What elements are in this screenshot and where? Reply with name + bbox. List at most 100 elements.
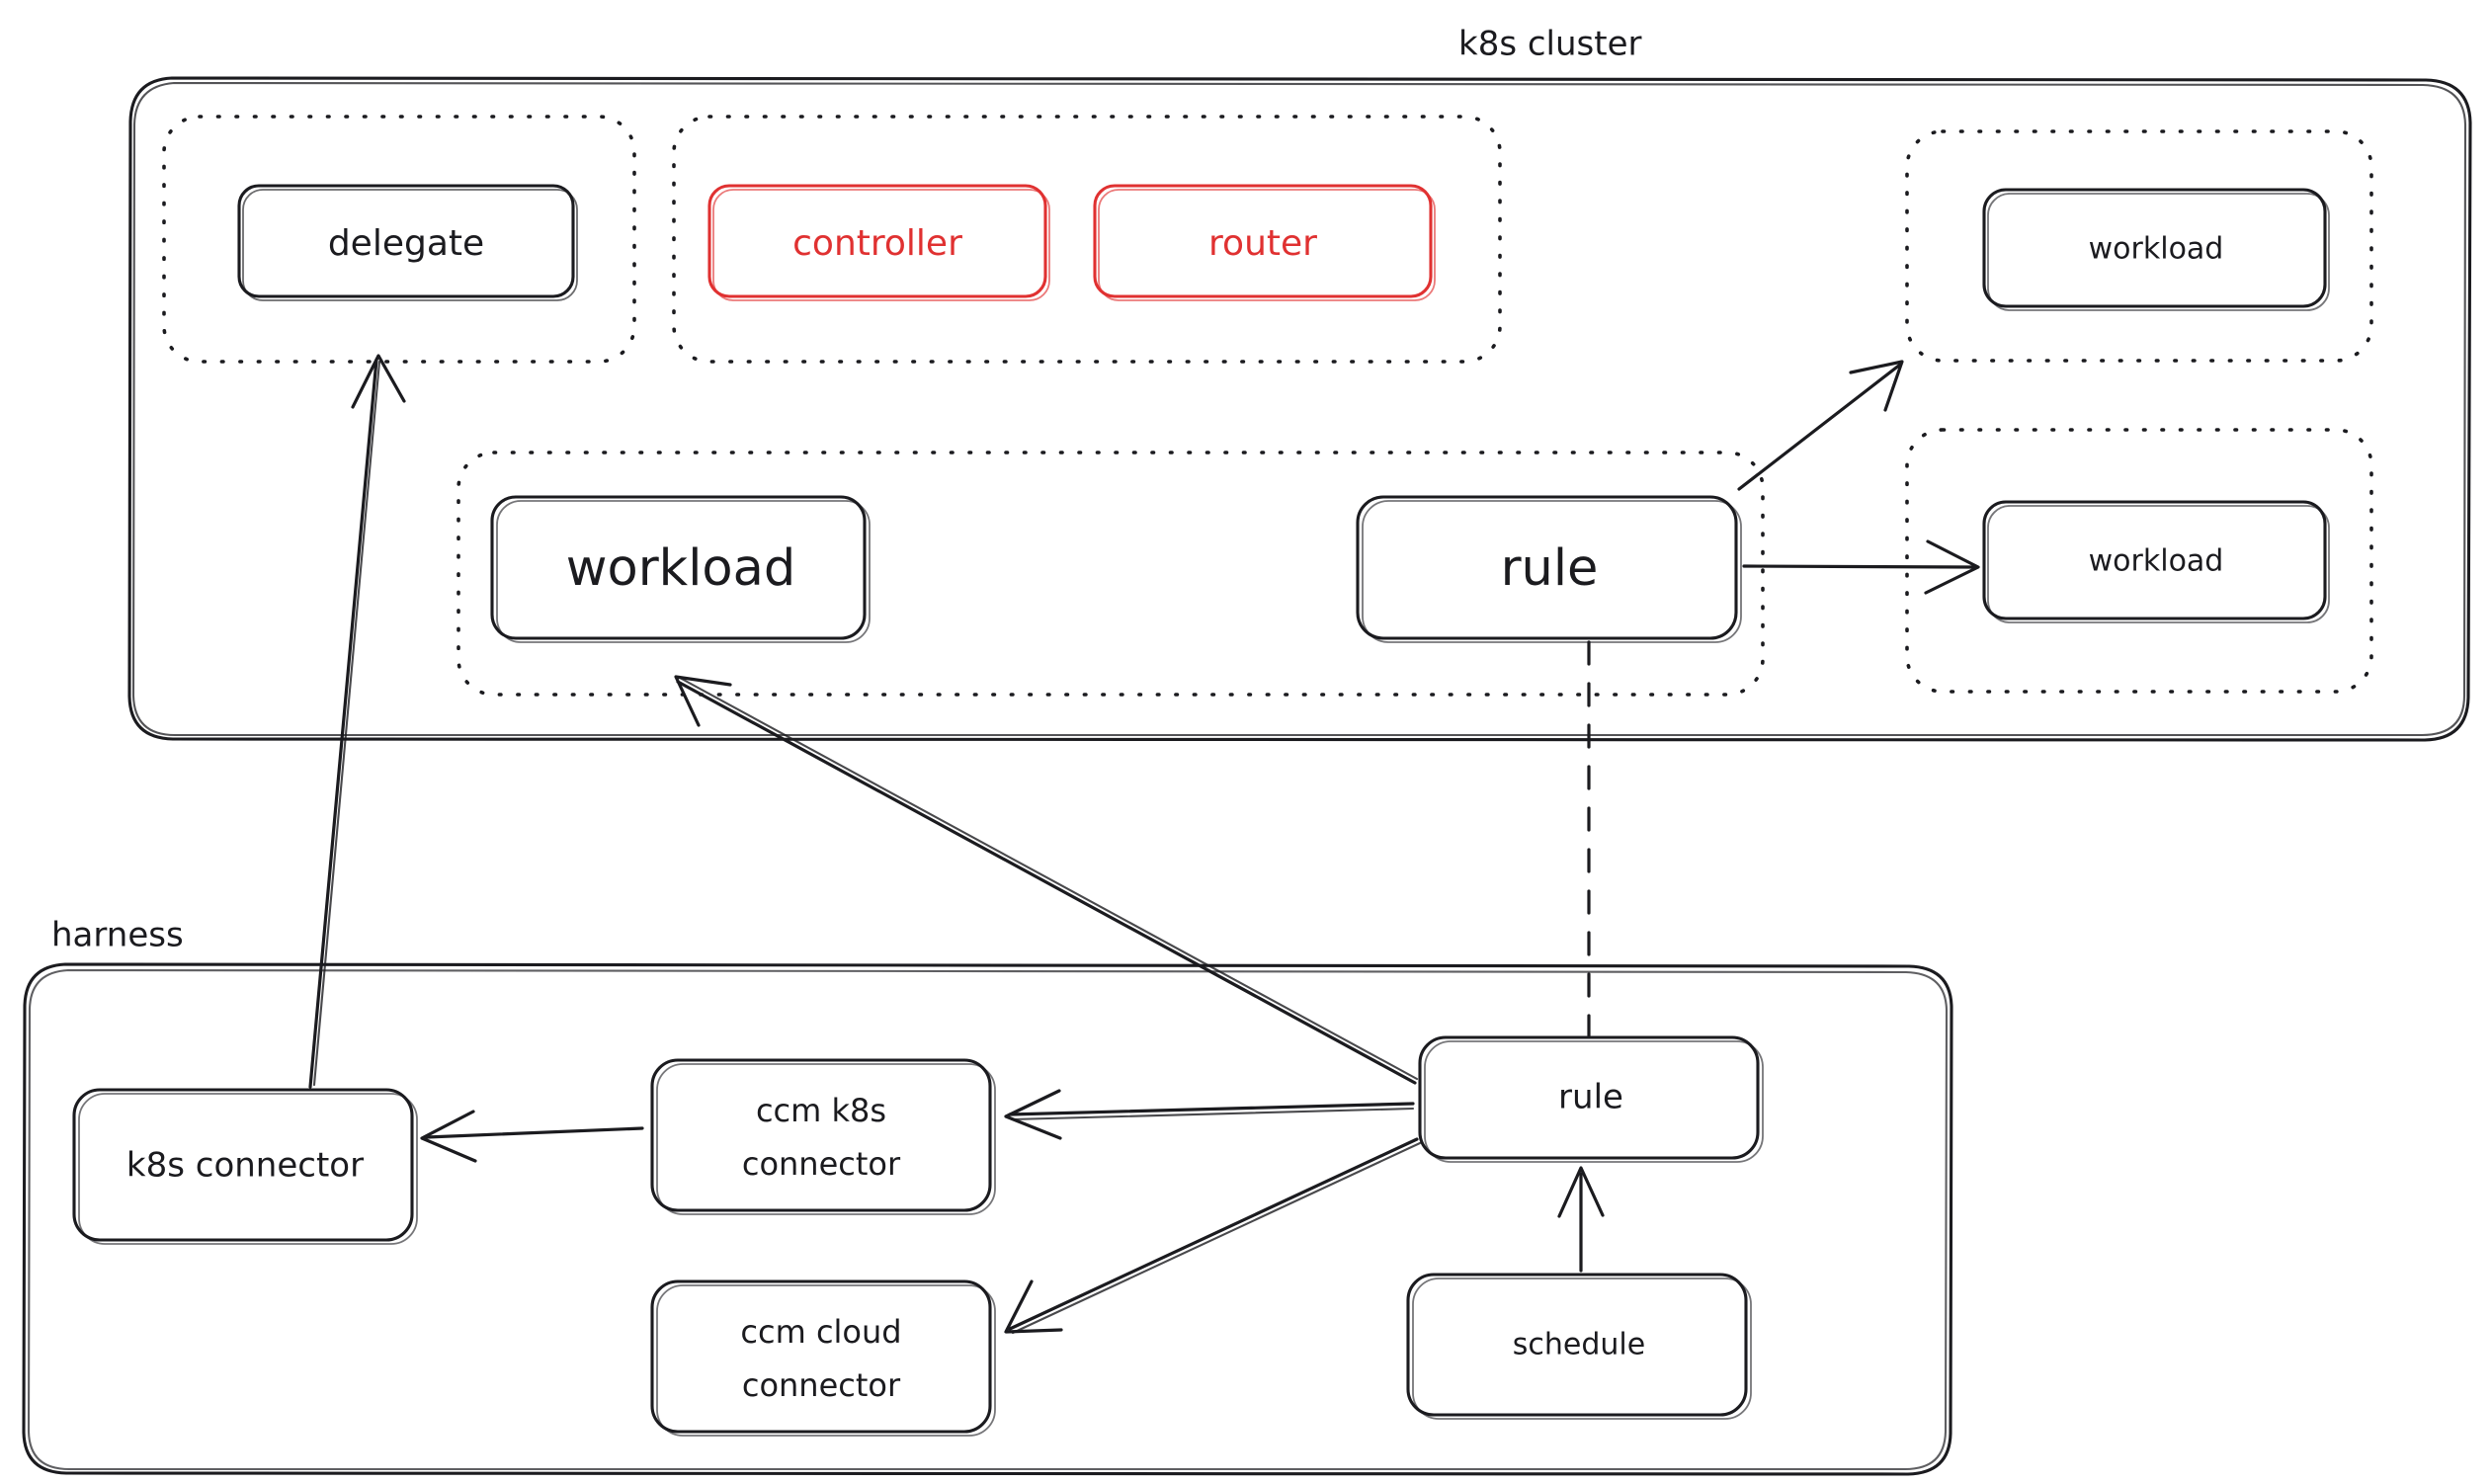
- node-workload-middle-outline: [490, 495, 867, 640]
- node-delegate-label: delegate: [328, 223, 484, 264]
- edge-rule-harness-to-workload-middle-line: [676, 680, 1417, 1085]
- node-rule-harness-outline: [1418, 1035, 1760, 1160]
- node-workload-middle-outline-sketch: [496, 500, 871, 643]
- node-ccm-cloud-connector[interactable]: ccm cloud connector: [650, 1279, 996, 1437]
- edge-rule-harness-to-ccm-k8s-connector-head: [1004, 1089, 1062, 1140]
- node-rule-cluster-label: rule: [1501, 539, 1599, 598]
- node-ccm-cloud-connector-label-line1: ccm cloud: [740, 1313, 901, 1351]
- node-delegate[interactable]: delegate: [237, 184, 578, 301]
- edge-rule-harness-to-ccm-cloud-connector: [1004, 1137, 1422, 1335]
- node-ccm-k8s-connector-outline: [650, 1058, 992, 1212]
- edge-rule-harness-to-ccm-k8s-connector-line: [1008, 1102, 1415, 1116]
- node-rule-harness[interactable]: rule: [1418, 1035, 1764, 1163]
- node-router-outline-sketch: [1098, 189, 1436, 301]
- node-ccm-k8s-connector-label-line2: connector: [742, 1145, 901, 1183]
- node-schedule-outline-sketch: [1412, 1278, 1752, 1420]
- node-rule-cluster-outline: [1356, 495, 1738, 640]
- node-controller-outline: [707, 184, 1047, 298]
- edge-k8s-connector-to-delegate-line: [308, 358, 378, 1089]
- node-k8s-connector-fill: [74, 1090, 412, 1240]
- edge-rule-harness-to-ccm-k8s-connector-line-sketch: [1010, 1107, 1415, 1121]
- node-delegate-outline: [237, 184, 575, 298]
- node-schedule-outline: [1406, 1273, 1748, 1417]
- edge-k8s-connector-to-delegate-head: [351, 354, 406, 409]
- node-k8s-connector-outline: [72, 1088, 414, 1242]
- node-ccm-cloud-connector-fill: [652, 1281, 990, 1432]
- node-router-label: router: [1208, 223, 1317, 264]
- node-workload-middle-label: workload: [566, 539, 795, 598]
- node-controller[interactable]: controller: [707, 184, 1050, 301]
- edge-ccm-k8s-connector-to-k8s-connector: [420, 1110, 644, 1163]
- node-rule-harness-label: rule: [1558, 1078, 1623, 1117]
- node-workload-bottom-right[interactable]: workload: [1982, 500, 2330, 623]
- edge-rule-harness-to-ccm-cloud-connector-head: [1004, 1279, 1063, 1334]
- node-rule-cluster-outline-sketch: [1362, 500, 1742, 643]
- node-ccm-k8s-connector-fill: [652, 1060, 990, 1210]
- node-workload-bottom-right-label: workload: [2089, 544, 2224, 579]
- edge-rule-to-workload-top-right-head: [1849, 360, 1904, 412]
- node-workload-top-right-outline-sketch: [1987, 193, 2330, 311]
- node-ccm-k8s-connector[interactable]: ccm k8s connector: [650, 1058, 996, 1215]
- node-rule-cluster[interactable]: rule: [1356, 495, 1742, 643]
- group-control-plane: [672, 115, 1502, 364]
- harness-label: harness: [51, 916, 184, 955]
- edge-rule-harness-to-workload-middle-head: [674, 675, 732, 727]
- node-k8s-connector-outline-sketch: [78, 1093, 418, 1245]
- edge-rule-harness-to-ccm-cloud-connector-line-sketch: [1011, 1141, 1422, 1335]
- node-controller-outline-sketch: [712, 189, 1050, 301]
- node-k8s-connector-label: k8s connector: [126, 1146, 364, 1186]
- group-middle: [457, 451, 1765, 697]
- group-delegate: [162, 115, 636, 364]
- edge-rule-to-workload-bottom-right-line: [1742, 564, 1976, 569]
- edge-k8s-connector-to-delegate-line-sketch: [312, 360, 381, 1087]
- node-controller-fill: [709, 186, 1045, 296]
- group-control-plane-outline: [672, 115, 1502, 364]
- harness-outline: [22, 962, 1953, 1476]
- edge-rule-to-workload-bottom-right-head: [1924, 539, 1980, 595]
- edge-rule-harness-to-workload-middle: [674, 675, 1419, 1085]
- node-ccm-cloud-connector-label-line2: connector: [742, 1366, 901, 1404]
- node-router-outline: [1093, 184, 1433, 298]
- node-router[interactable]: router: [1093, 184, 1436, 301]
- k8s-cluster-outline: [127, 76, 2472, 742]
- node-router-fill: [1095, 186, 1431, 296]
- harness-outline-sketch: [27, 968, 1949, 1471]
- node-schedule-fill: [1408, 1275, 1746, 1415]
- edge-k8s-connector-to-delegate: [308, 354, 406, 1089]
- node-workload-bottom-right-outline-sketch: [1987, 505, 2330, 623]
- group-workload-top-right: [1905, 129, 2373, 363]
- container-harness: harness: [22, 916, 1953, 1476]
- node-schedule[interactable]: schedule: [1406, 1273, 1752, 1420]
- node-controller-label: controller: [792, 223, 962, 264]
- node-ccm-k8s-connector-label-line1: ccm k8s: [756, 1092, 886, 1129]
- node-rule-harness-fill: [1420, 1037, 1758, 1158]
- node-workload-top-right-outline: [1982, 188, 2327, 308]
- edge-rule-to-workload-bottom-right: [1742, 539, 1980, 595]
- node-workload-top-right-fill: [1984, 190, 2325, 306]
- node-rule-harness-outline-sketch: [1424, 1040, 1764, 1163]
- node-workload-top-right[interactable]: workload: [1982, 188, 2330, 311]
- k8s-cluster-outline-sketch: [131, 81, 2467, 737]
- node-schedule-label: schedule: [1513, 1328, 1645, 1362]
- node-workload-middle-fill: [492, 497, 865, 638]
- node-ccm-cloud-connector-outline-sketch: [656, 1284, 996, 1437]
- edge-rule-to-workload-top-right-line: [1737, 363, 1902, 491]
- edge-rule-harness-to-ccm-k8s-connector: [1004, 1089, 1415, 1140]
- edge-ccm-k8s-connector-to-k8s-connector-line: [425, 1126, 644, 1139]
- node-workload-middle[interactable]: workload: [490, 495, 871, 643]
- node-ccm-cloud-connector-outline: [650, 1279, 992, 1434]
- group-middle-outline: [457, 451, 1765, 697]
- group-workload-top-right-outline: [1905, 129, 2373, 363]
- node-ccm-k8s-connector-outline-sketch: [656, 1063, 996, 1215]
- node-workload-bottom-right-fill: [1984, 502, 2325, 618]
- node-workload-bottom-right-outline: [1982, 500, 2327, 620]
- node-k8s-connector[interactable]: k8s connector: [72, 1088, 418, 1245]
- edge-rule-harness-to-workload-middle-line-sketch: [678, 676, 1419, 1081]
- edge-schedule-to-rule-harness-head: [1557, 1166, 1605, 1218]
- edge-rule-harness-to-ccm-cloud-connector-line: [1008, 1137, 1419, 1331]
- node-workload-top-right-label: workload: [2089, 232, 2224, 267]
- edge-schedule-to-rule-harness: [1557, 1166, 1605, 1273]
- group-delegate-outline: [162, 115, 636, 364]
- edge-ccm-k8s-connector-to-k8s-connector-head: [420, 1110, 477, 1163]
